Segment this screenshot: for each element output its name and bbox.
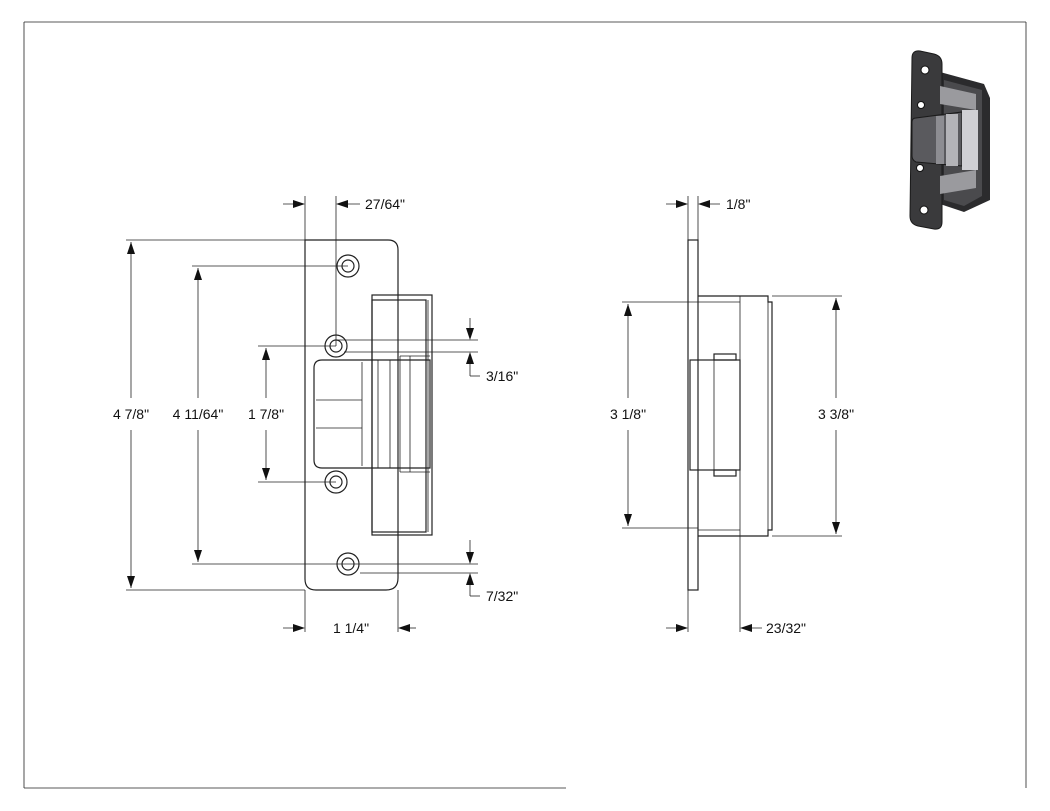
dim-label-overall-height: 4 7/8" — [113, 406, 149, 422]
dim-label-body-height: 3 1/8" — [610, 406, 646, 422]
dim-keeper-height: 1 7/8" — [248, 348, 284, 480]
dim-label-hole-spacing: 4 11/64" — [173, 406, 224, 422]
dim-label-overall-body-height: 3 3/8" — [818, 406, 854, 422]
dim-label-faceplate-thickness: 1/8" — [726, 196, 750, 212]
front-extension-lines — [126, 196, 478, 632]
front-view: 4 7/8" 4 11/64" 1 7/8" 27/64" — [113, 196, 518, 636]
dim-label-hole-offset-bottom: 7/32" — [486, 588, 518, 604]
dim-label-body-depth: 23/32" — [766, 620, 806, 636]
dim-body-height: 3 1/8" — [610, 304, 646, 526]
product-thumbnail — [909, 50, 990, 230]
dim-hole-offset-top: 3/16" — [466, 318, 518, 384]
side-faceplate — [687, 239, 699, 591]
dim-edge-offset: 27/64" — [283, 196, 405, 212]
front-strike-body — [371, 294, 433, 536]
dim-label-faceplate-width: 1 1/4" — [333, 620, 369, 636]
dim-faceplate-width: 1 1/4" — [283, 620, 416, 636]
sheet-border — [23, 21, 1027, 789]
front-keeper — [313, 355, 431, 473]
dim-overall-height: 4 7/8" — [113, 242, 149, 588]
front-mounting-holes — [324, 254, 360, 576]
dim-body-depth: 23/32" — [666, 620, 806, 636]
front-faceplate-outline — [304, 239, 399, 591]
dim-overall-body-height: 3 3/8" — [818, 298, 854, 534]
side-extension-lines — [622, 196, 842, 632]
dim-hole-offset-bottom: 7/32" — [466, 540, 518, 604]
dim-hole-spacing: 4 11/64" — [173, 268, 224, 562]
dim-label-edge-offset: 27/64" — [365, 196, 405, 212]
dim-label-keeper-height: 1 7/8" — [248, 406, 284, 422]
dim-label-hole-offset-top: 3/16" — [486, 368, 518, 384]
side-view: 1/8" 3 1/8" 3 3/8" 23/32" — [610, 196, 854, 636]
dim-faceplate-thickness: 1/8" — [666, 196, 750, 212]
side-strike-body — [698, 295, 773, 537]
side-keeper — [689, 353, 741, 477]
